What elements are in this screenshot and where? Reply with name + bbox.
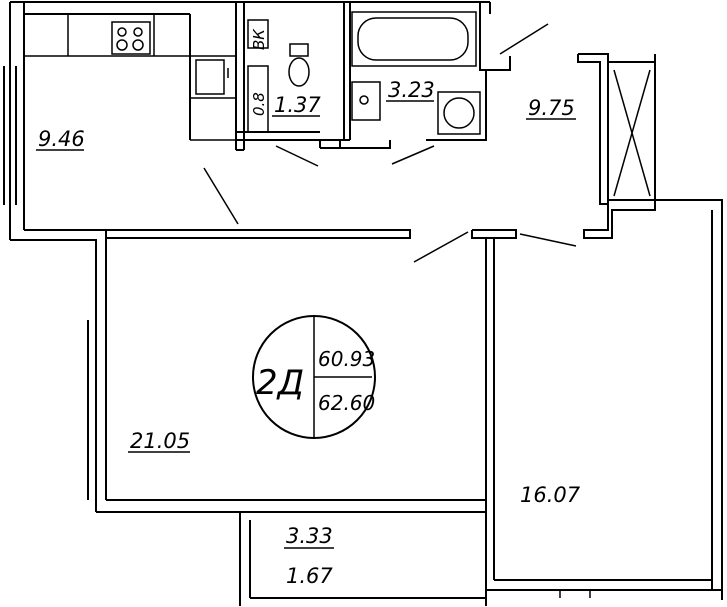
entrance-door-swing [499, 23, 549, 55]
balcony-area-label: 3.33 [286, 524, 333, 548]
riser-label: ВК [250, 28, 268, 50]
doors [203, 23, 577, 263]
kitchen-area-label: 9.46 [38, 127, 85, 151]
walls [3, 1, 723, 606]
balcony-reduced-area-label: 1.67 [286, 564, 333, 588]
kitchen-door-swing [203, 167, 239, 225]
living-door-swing [413, 231, 469, 263]
living-room-area-label: 21.05 [130, 429, 190, 453]
stove-icon [111, 21, 151, 55]
bedroom-door-swing [519, 233, 577, 247]
kitchen-counter [24, 14, 236, 141]
toilet-door-swing [275, 145, 319, 167]
apartment-living-area: 60.93 [318, 347, 375, 371]
bathtub-icon [351, 11, 477, 67]
toilet-area-label: 1.37 [274, 93, 321, 117]
balcony-railing [559, 590, 591, 598]
bedroom-area-label: 16.07 [520, 483, 581, 507]
fixtures [24, 11, 651, 598]
toilet-icon [288, 43, 310, 87]
riser-box [247, 19, 269, 133]
apartment-total-area: 62.60 [318, 391, 375, 415]
washbasin-icon [351, 81, 381, 121]
washing-machine-icon [437, 91, 481, 135]
room-labels: 9.46 1.37 3.23 9.75 21.05 16.07 3.33 1.6… [38, 28, 581, 588]
apartment-type: 2Д [256, 363, 304, 403]
riser-size-label: 0.8 [250, 92, 268, 116]
bathroom-area-label: 3.23 [388, 78, 435, 102]
label-underlines [36, 100, 576, 549]
shaft-icon [613, 69, 651, 197]
bath-door-swing [391, 145, 435, 165]
area-badge-icon: 2Д 60.93 62.60 [252, 315, 376, 439]
sink-icon [195, 59, 229, 95]
hall-area-label: 9.75 [528, 96, 575, 120]
